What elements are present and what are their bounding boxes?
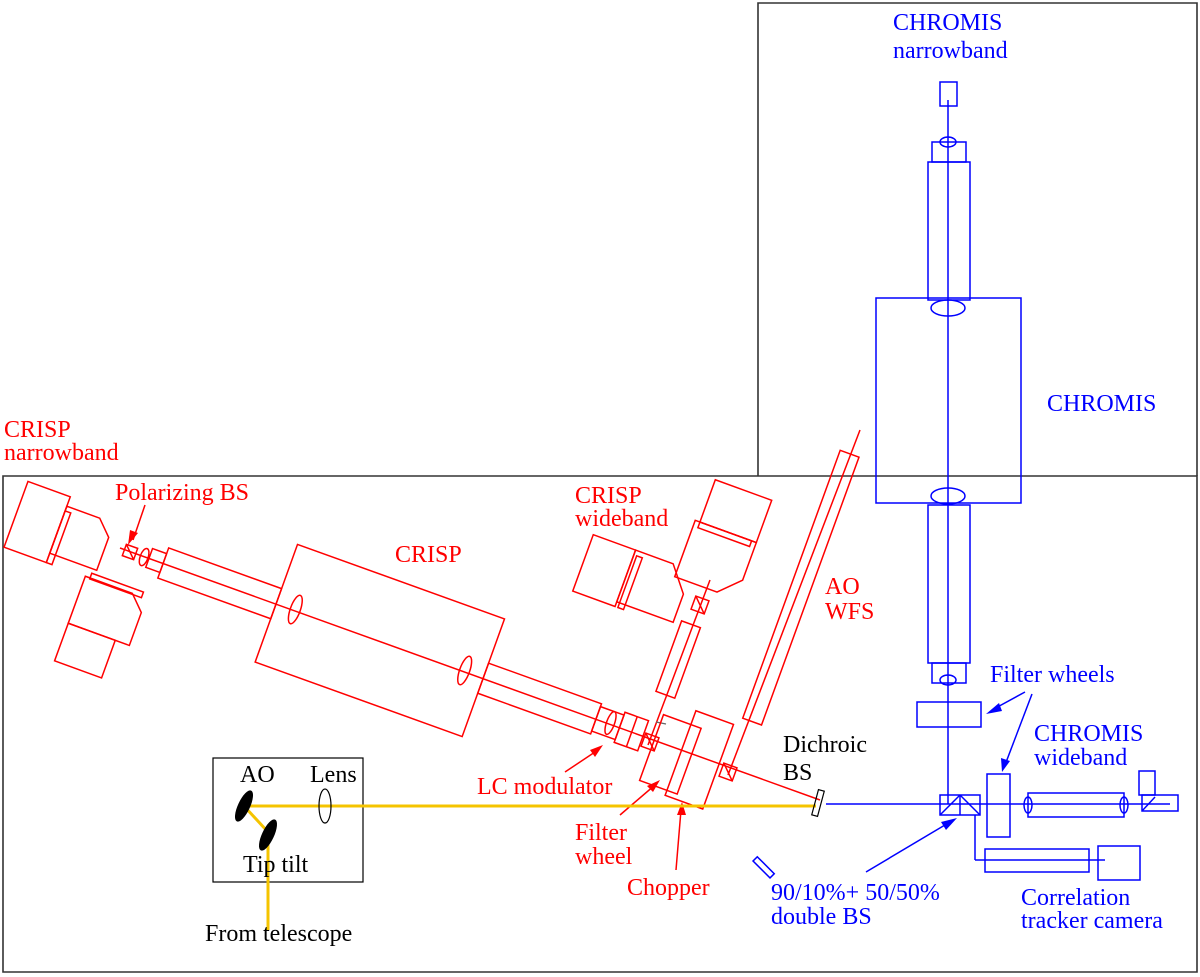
label-double-bs-2: double BS: [771, 904, 872, 930]
crisp-beam: [119, 547, 821, 801]
label-filter-wheel-2: wheel: [575, 844, 633, 870]
label-chromis-narrowband-2: narrowband: [893, 38, 1008, 64]
crisp-narrowband-camera-1: [3, 480, 110, 572]
tip-tilt-mirror: [258, 819, 278, 851]
label-correlation-tracker-2: tracker camera: [1021, 908, 1163, 934]
label-chromis-wideband-2: wideband: [1034, 745, 1127, 771]
label-lens: Lens: [310, 762, 357, 788]
lens-icon: [318, 788, 332, 824]
label-chromis-narrowband-1: CHROMIS: [893, 10, 1002, 36]
chromis-optics: [751, 81, 1179, 881]
label-polarizing-bs: Polarizing BS: [115, 480, 249, 506]
chromis-filter-wheel-1: [916, 701, 982, 728]
ao-mirror: [234, 790, 254, 822]
chopper: [664, 709, 735, 810]
crisp-main-body: [144, 543, 650, 752]
chromis-main-body: [875, 297, 1022, 504]
dichroic-bs: [811, 788, 825, 818]
label-filter-wheel-1: Filter: [575, 820, 627, 846]
crisp-wideband-camera-2: [673, 478, 773, 593]
correlation-tracker-camera: [1097, 845, 1141, 881]
label-dichroic-bs-2: BS: [783, 760, 812, 786]
label-crisp-narrowband-1: CRISP: [4, 417, 71, 443]
label-correlation-tracker-1: Correlation: [1021, 885, 1130, 911]
label-crisp-wideband-1: CRISP: [575, 483, 642, 509]
label-dichroic-bs-1: Dichroic: [783, 732, 867, 758]
label-lc-modulator: LC modulator: [477, 774, 612, 800]
crisp-table-frame: [2, 475, 1198, 973]
label-chromis: CHROMIS: [1047, 391, 1156, 417]
label-double-bs-1: 90/10%+ 50/50%: [771, 880, 940, 906]
label-crisp-wideband-2: wideband: [575, 506, 668, 532]
chromis-narrowband-camera: [939, 81, 958, 107]
label-tip-tilt: Tip tilt: [243, 852, 308, 878]
crisp-optics: [3, 429, 861, 871]
label-from-telescope: From telescope: [205, 921, 352, 947]
label-chromis-wideband-1: CHROMIS: [1034, 721, 1143, 747]
label-crisp-narrowband-2: narrowband: [4, 440, 119, 466]
chromis-filter-wheel-2: [986, 773, 1011, 838]
ao-box: [212, 757, 364, 883]
ao-system: [212, 757, 825, 930]
label-filter-wheels: Filter wheels: [990, 662, 1115, 688]
crisp-annotation-arrows: [128, 504, 686, 871]
chromis-table-frame: [757, 2, 1198, 476]
chromis-annotation-arrows: [865, 691, 1033, 873]
double-bs: [939, 794, 981, 816]
ao-wfs: [741, 449, 860, 726]
label-ao: AO: [240, 762, 275, 788]
crisp-narrowband-camera-2: [53, 572, 145, 679]
label-ao-wfs-2: WFS: [825, 599, 874, 625]
label-crisp: CRISP: [395, 542, 462, 568]
label-ao-wfs-1: AO: [825, 574, 860, 600]
filter-wheel: [638, 713, 703, 796]
crisp-wideband-camera-1: [571, 533, 685, 624]
label-chopper: Chopper: [627, 875, 710, 901]
